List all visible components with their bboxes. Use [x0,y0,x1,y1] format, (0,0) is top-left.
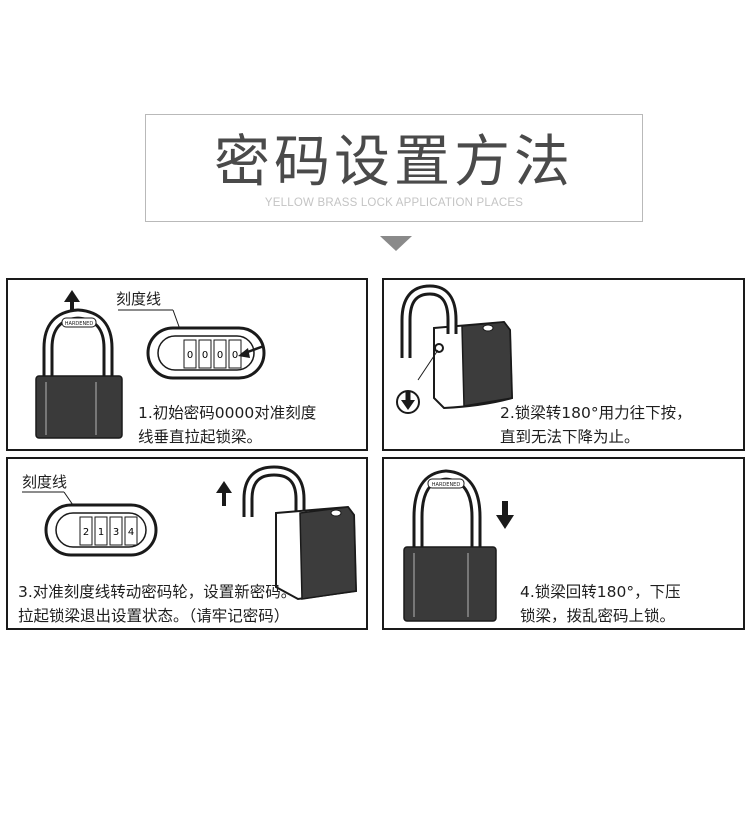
step-1-panel: HARDENED 0 0 0 0 刻度线 1.初始密码0000对准刻度 线垂直拉… [6,278,368,451]
up-arrow-icon [64,290,80,317]
step-4-caption-line2: 锁梁，拨乱密码上锁。 [520,607,676,625]
dial-digit: 1 [98,527,104,538]
step-4-caption-line1: 4.锁梁回转180°，下压 [520,583,681,601]
step-4-illustration: HARDENED [403,469,514,622]
step-2-caption-line2: 直到无法下降为止。 [500,428,640,446]
dial-digit: 0 [217,350,223,361]
step-3-caption-line2: 拉起锁梁退出设置状态。（请牢记密码） [18,607,290,625]
step-3-caption-line1: 3.对准刻度线转动密码轮，设置新密码。 [18,583,297,601]
step-1-illustration: HARDENED 0 0 0 0 [35,290,266,439]
dial-digit: 2 [83,527,89,538]
pointer-arrow-icon [238,344,265,358]
page-title: 密码设置方法 [214,130,574,195]
step-3-illustration: 2 1 3 4 [22,465,358,601]
dial-wheels: 0 0 0 0 [183,339,242,369]
dial-wheels: 2 1 3 4 [79,516,138,546]
dial-digit: 4 [128,527,134,538]
chevron-down-icon [380,236,412,251]
down-arrow-icon [496,501,514,529]
step-1-caption-line2: 线垂直拉起锁梁。 [138,428,263,446]
step-2-panel: 2.锁梁转180°用力往下按， 直到无法下降为止。 [382,278,745,451]
lock-badge: HARDENED [65,321,94,327]
dial-digit: 3 [113,527,119,538]
dial-digit: 0 [202,350,208,361]
scale-line-label: 刻度线 [116,290,162,308]
up-arrow-icon [216,481,232,506]
step-1-caption-line1: 1.初始密码0000对准刻度 [138,404,317,422]
step-2-caption-line1: 2.锁梁转180°用力往下按， [500,404,692,422]
scale-line-label: 刻度线 [22,473,68,491]
lock-badge: HARDENED [432,482,461,488]
step-4-panel: HARDENED 4.锁梁回转180°，下压 锁梁，拨乱密码上锁。 [382,457,745,630]
press-down-icon [396,390,420,414]
step-2-illustration [396,284,514,414]
title-box: 密码设置方法 YELLOW BRASS LOCK APPLICATION PLA… [145,114,643,222]
step-3-panel: 2 1 3 4 刻度线 3.对准刻度线转动密码轮，设置新密码。 拉起锁梁退出设置… [6,457,368,630]
dial-digit: 0 [187,350,193,361]
dial-digit: 0 [232,350,238,361]
page-subtitle: YELLOW BRASS LOCK APPLICATION PLACES [264,197,524,209]
